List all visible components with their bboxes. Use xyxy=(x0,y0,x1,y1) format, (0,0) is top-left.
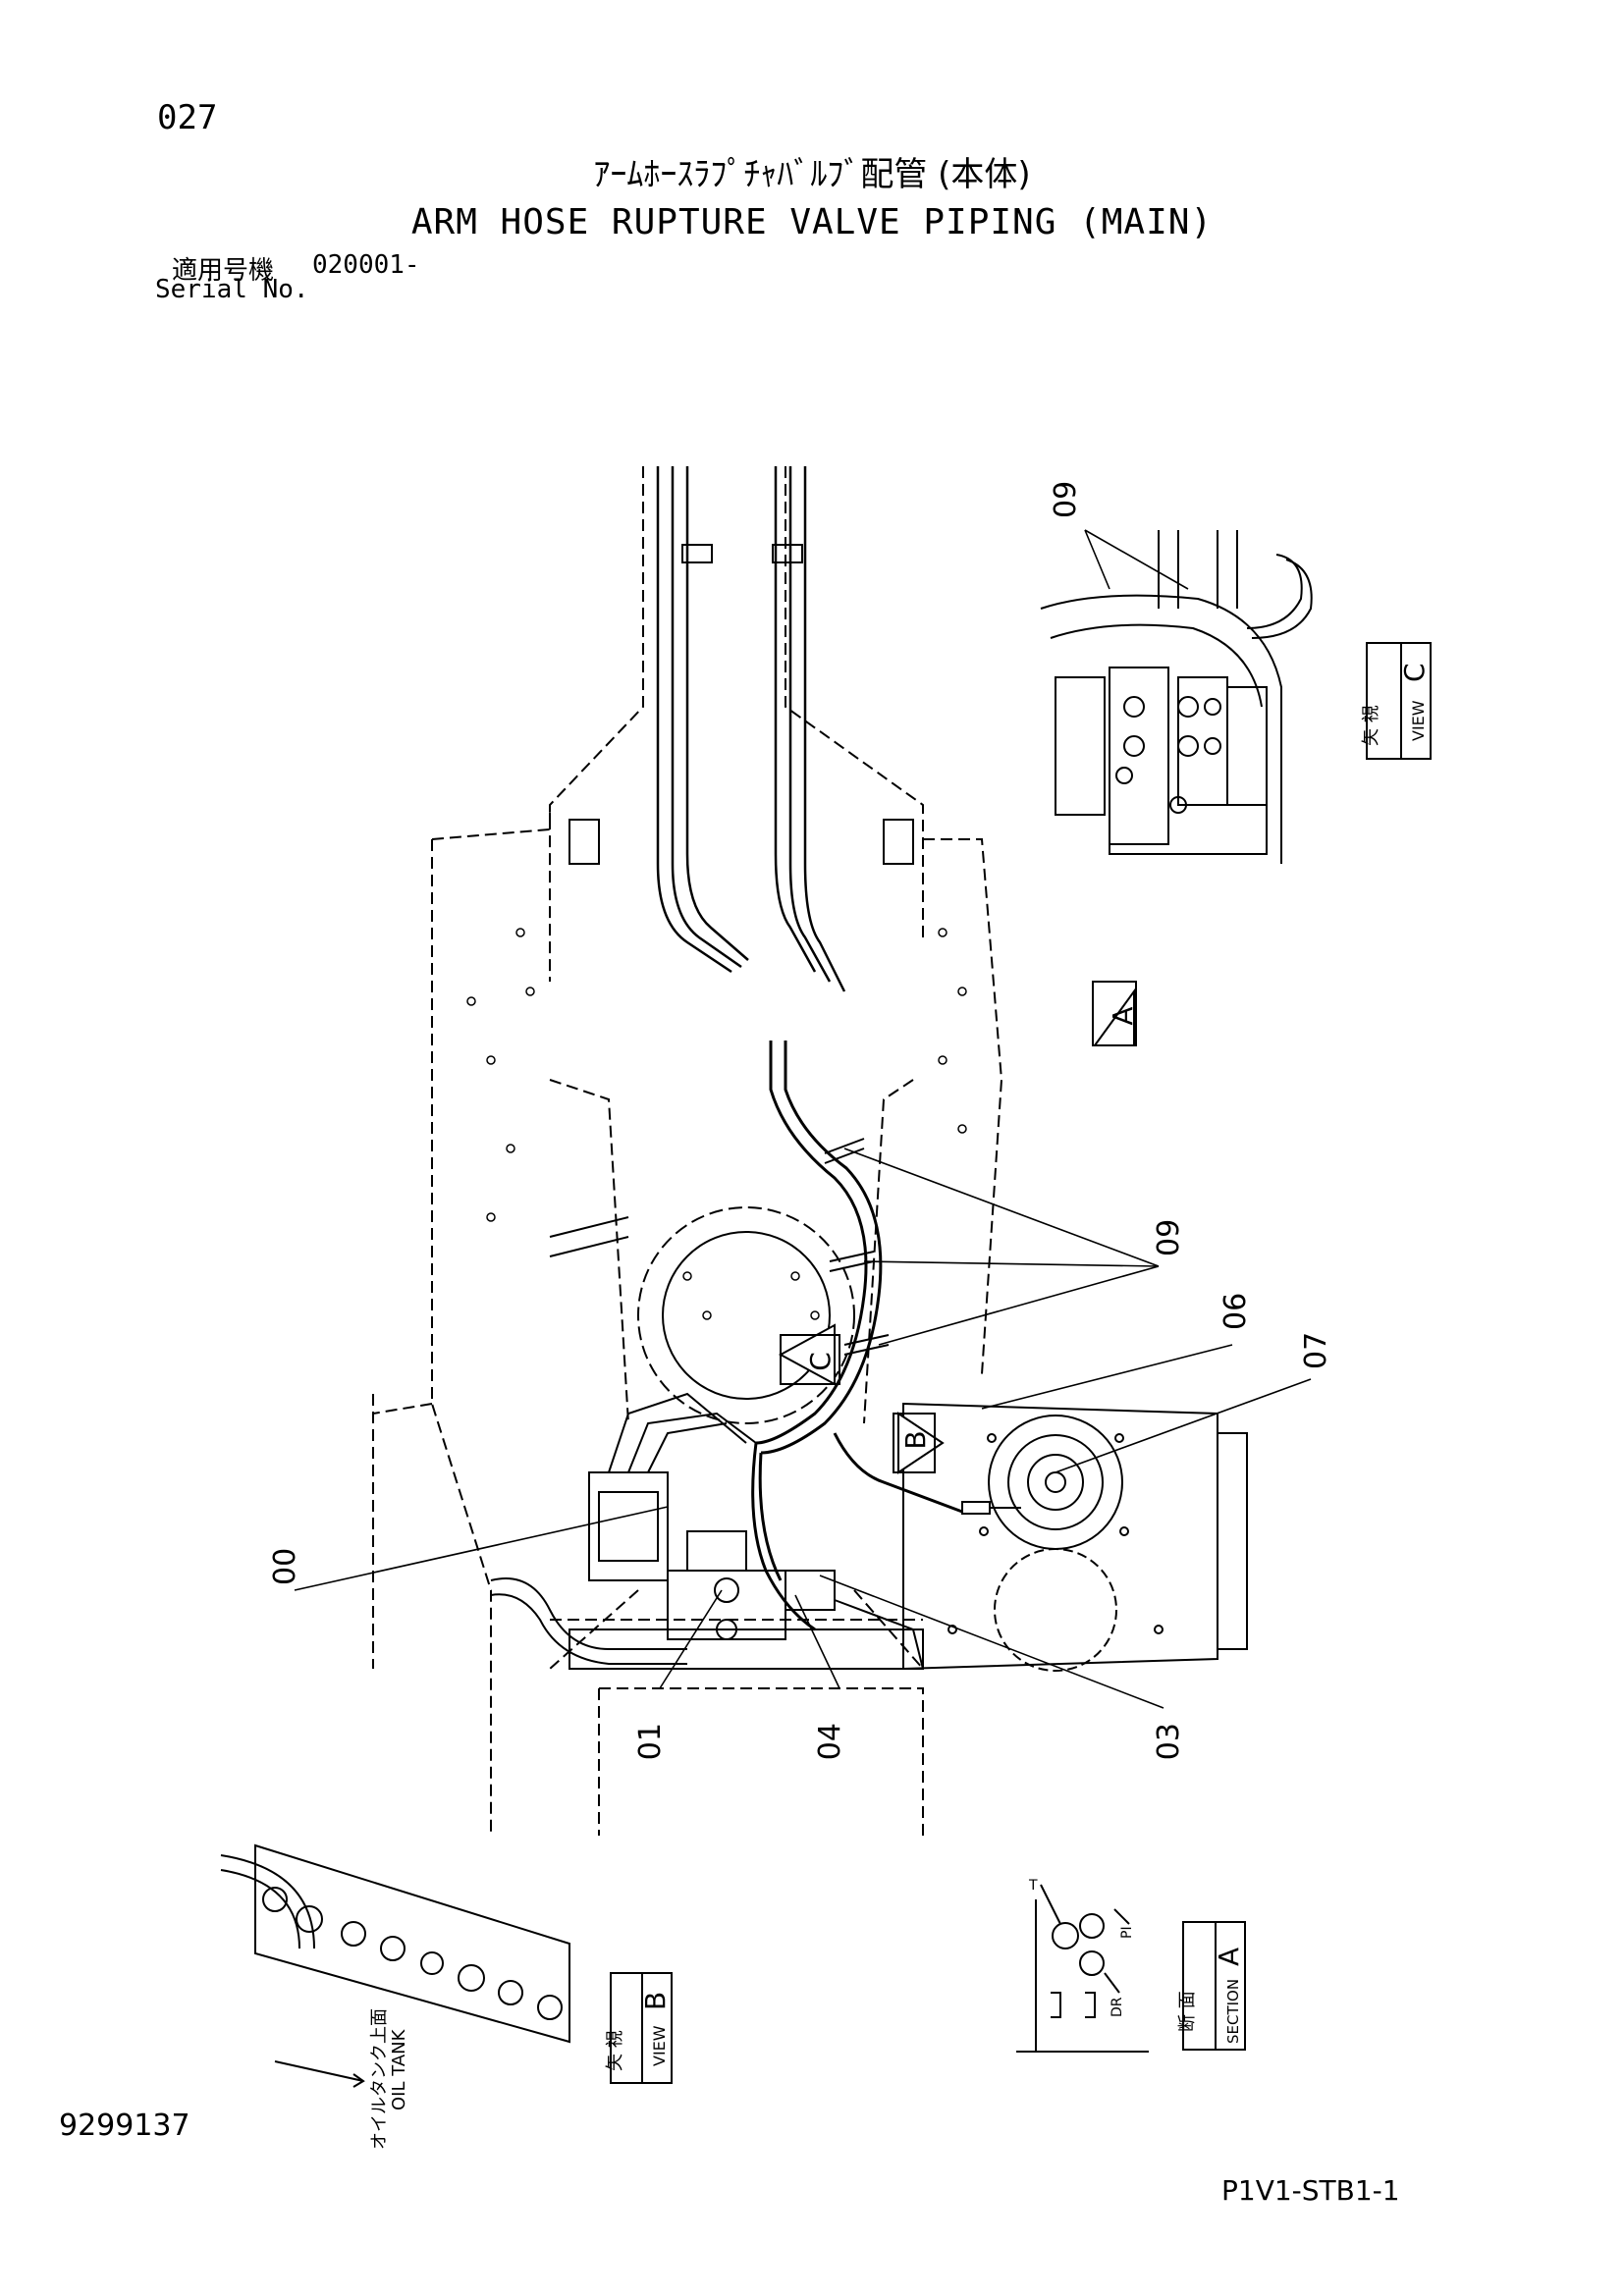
callout-00: 00 xyxy=(268,1548,302,1585)
view-c-letter: C xyxy=(1398,663,1431,682)
serial-label-japanese: 適用号機 xyxy=(172,256,275,286)
frame-details xyxy=(549,544,924,1670)
hose-routing xyxy=(751,1041,963,1631)
view-marker-c: C xyxy=(778,1323,840,1386)
hose-fitting xyxy=(961,1501,1021,1515)
serial-label: Serial No. xyxy=(155,275,309,304)
view-marker-b-label: B xyxy=(899,1430,932,1449)
frame-bolt-holes xyxy=(466,928,967,1320)
callout-07: 07 xyxy=(1299,1332,1333,1369)
oil-return-line xyxy=(490,1577,687,1665)
oil-tank-note-jp: オイルタンク上面 xyxy=(369,2008,390,2150)
hose-clamps xyxy=(824,1138,890,1356)
view-b-jp: 矢 視 xyxy=(605,2030,625,2071)
view-marker-a: A xyxy=(1092,981,1139,1046)
section-a-jp: 断 面 xyxy=(1177,1991,1198,2032)
callout-09: 09 xyxy=(1152,1219,1186,1256)
port-pi: PI xyxy=(1119,1926,1135,1939)
document-number: 9299137 xyxy=(59,2109,190,2143)
callout-09-view-c: 09 xyxy=(1049,481,1083,518)
view-b-label-box: 矢 視 VIEW B xyxy=(605,1972,673,2084)
view-marker-b: B xyxy=(893,1412,945,1474)
swing-bearing xyxy=(637,1206,855,1424)
view-c-label-box: 矢 視 VIEW C xyxy=(1361,642,1432,760)
view-marker-c-label: C xyxy=(804,1352,837,1371)
view-b-letter: B xyxy=(639,1992,672,2010)
section-a-letter: A xyxy=(1213,1948,1245,1966)
section-a-en: SECTION xyxy=(1224,1979,1242,2044)
page-number: 027 xyxy=(157,98,218,137)
leader-lines xyxy=(294,529,1312,1709)
oil-tank-note: OIL TANK xyxy=(389,2028,409,2110)
view-b-en: VIEW xyxy=(650,2025,669,2066)
page-title: ARM HOSE RUPTURE VALVE PIPING (MAIN) xyxy=(410,202,1214,242)
callout-06: 06 xyxy=(1218,1293,1253,1330)
view-marker-a-label: A xyxy=(1107,1006,1139,1025)
callout-04: 04 xyxy=(813,1723,847,1760)
callout-03: 03 xyxy=(1152,1723,1186,1760)
section-a-detail xyxy=(1016,1884,1149,2053)
port-dr: DR xyxy=(1110,1997,1125,2017)
view-c-jp: 矢 視 xyxy=(1361,705,1381,746)
callout-labels: 00 01 04 03 06 07 09 09 xyxy=(268,481,1333,1760)
control-valve-block xyxy=(588,1392,924,1670)
callout-01: 01 xyxy=(633,1723,668,1760)
port-t: T xyxy=(1028,1878,1038,1894)
view-c-en: VIEW xyxy=(1409,700,1428,741)
view-b-detail xyxy=(220,1843,570,2088)
page-title-japanese: ｱｰﾑﾎｰｽﾗﾌﾟﾁｬﾊﾞﾙﾌﾞ配管 (本体) xyxy=(593,155,1031,194)
serial-number-value: 020001- xyxy=(312,250,420,280)
drawing-code: P1V1-STB1-1 xyxy=(1221,2174,1400,2207)
pump-housing xyxy=(902,1402,1248,1672)
section-a-label-box: 断 面 SECTION A xyxy=(1177,1921,1246,2051)
view-c-detail xyxy=(1040,530,1313,864)
boom-hose-runs xyxy=(656,466,846,992)
